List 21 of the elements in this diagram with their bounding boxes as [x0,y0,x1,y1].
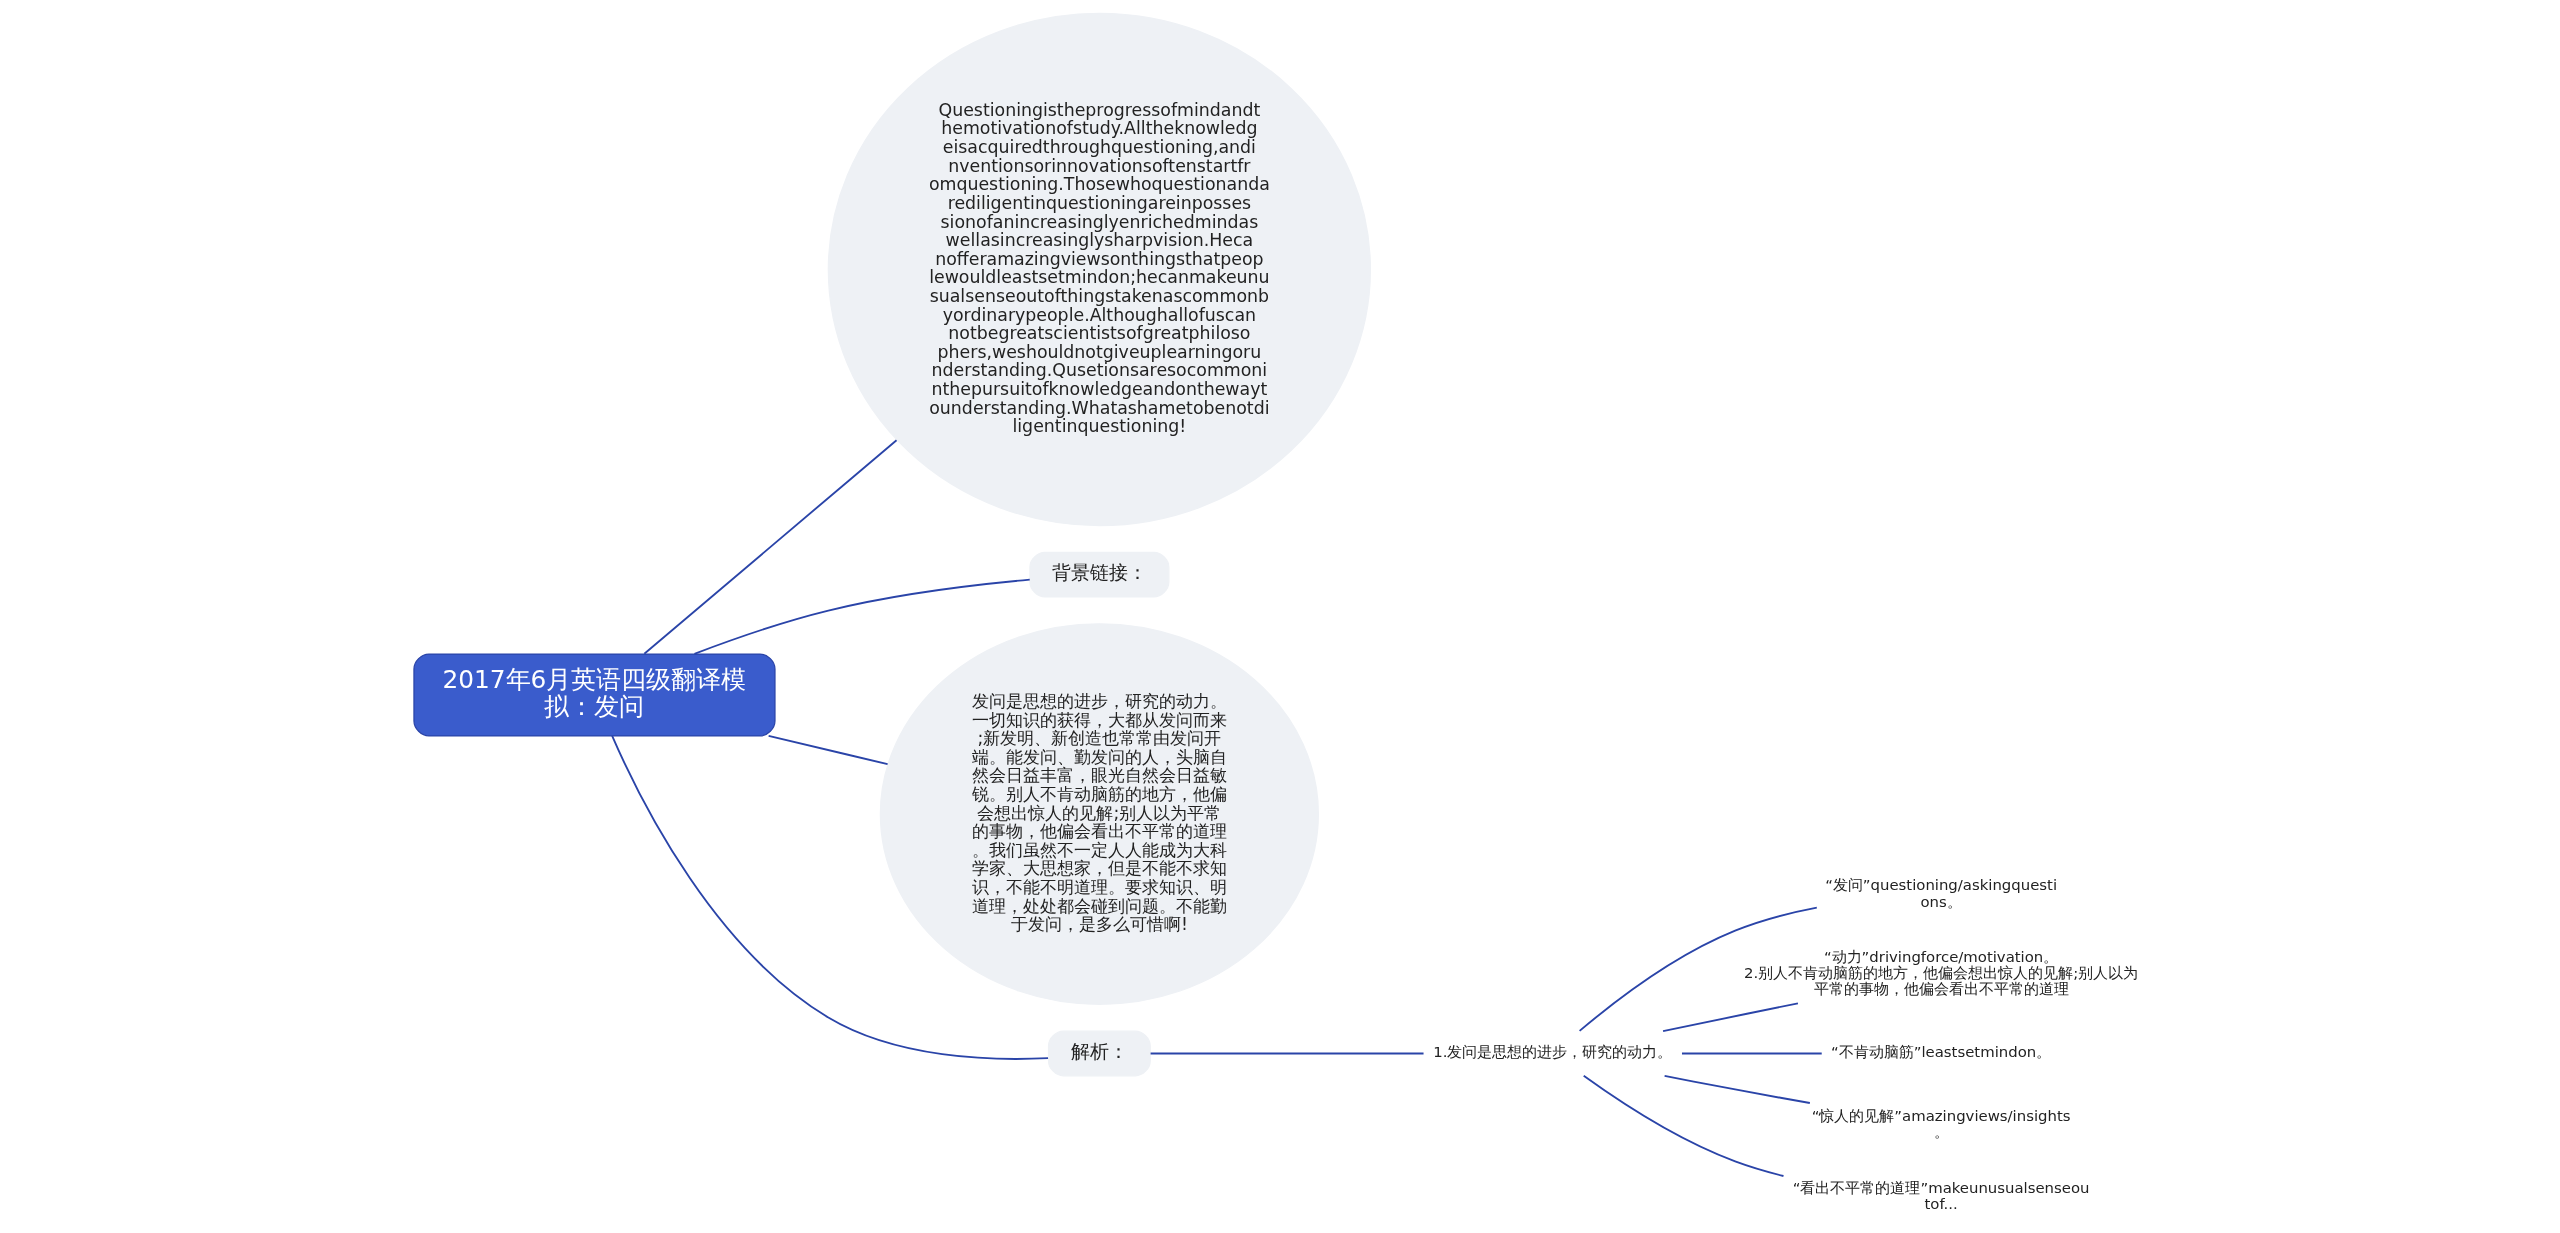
node-ellipse: 发问是思想的进步，研究的动力。一切知识的获得，大都从发问而来;新发明、新创造也常常由发问开端。能发问、勤发问的人，头脑自然会日益丰富，眼光自然会日益敏锐。别人不肯动脑筋的地方，他偏会想出惊人的见解;别人以为平常的事物，他偏会看出不平常的道理。我们虽然不一定人人能成为大科学家、大思想家，但是不能不求知识，不能不明道理。要求知识、明道理，处处都会碰到问题。不能勤于发问，是多么可惜啊! [879,623,1319,1005]
node-box: 背景链接： [1028,551,1169,598]
node-text: “不肯动脑筋”leastsetmindon。 [1830,1043,2051,1062]
node-box: 解析： [1047,1030,1151,1077]
connector [1661,1002,1799,1032]
connector [1663,1074,1811,1104]
connector [1582,1074,1784,1177]
node-text: “惊人的见解”amazingviews/insights。 [1811,1107,2071,1142]
connector [610,735,1049,1060]
node-text: 1.发问是思想的进步，研究的动力。 [1432,1043,1672,1062]
node-text: “发问”questioning/askingquestions。 [1824,876,2057,911]
connector [693,578,1031,655]
node-text: “动力”drivingforce/motivation。2.别人不肯动脑筋的地方，他偏会想出惊人的见解;别人以为平常的事物，他偏会看出不平常的道理 [1743,947,2138,999]
connector [767,735,888,766]
node-box: 2017年6月英语四级翻译模拟：发问 [412,653,776,737]
connector [642,439,897,655]
connector [1680,1052,1823,1055]
node-text: “看出不平常的道理”makeunusualsenseoutof... [1792,1179,2089,1214]
connector [1149,1052,1424,1055]
node-circle: Questioningistheprogressofmindandthemotivationofstudy.Alltheknowledgeisacquiredthroughquestioning,andinventionsorinnovationsoftenstartfromquestioning.Thosewhoquestionandarediligentinquestioningareinpossessionofanincreasinglyenrichedmindaswellasincreasinglysharpvision.Hecanofferamazingviewsonthingsthatpeoplewouldleastsetmindon;hecanmakeunusualsenseoutofthingstakenascommonbyordinarypeople.Althoughallofuscannotbegreatscientistsofgreatphilosophers,weshouldnotgiveuplearningorunderstanding.Qusetionsaresocommoninthepursuitofknowledgeandonthewaytounderstanding.Whatashametobenotdiligentinquestioning! [827,12,1371,527]
connector [1578,906,1818,1032]
